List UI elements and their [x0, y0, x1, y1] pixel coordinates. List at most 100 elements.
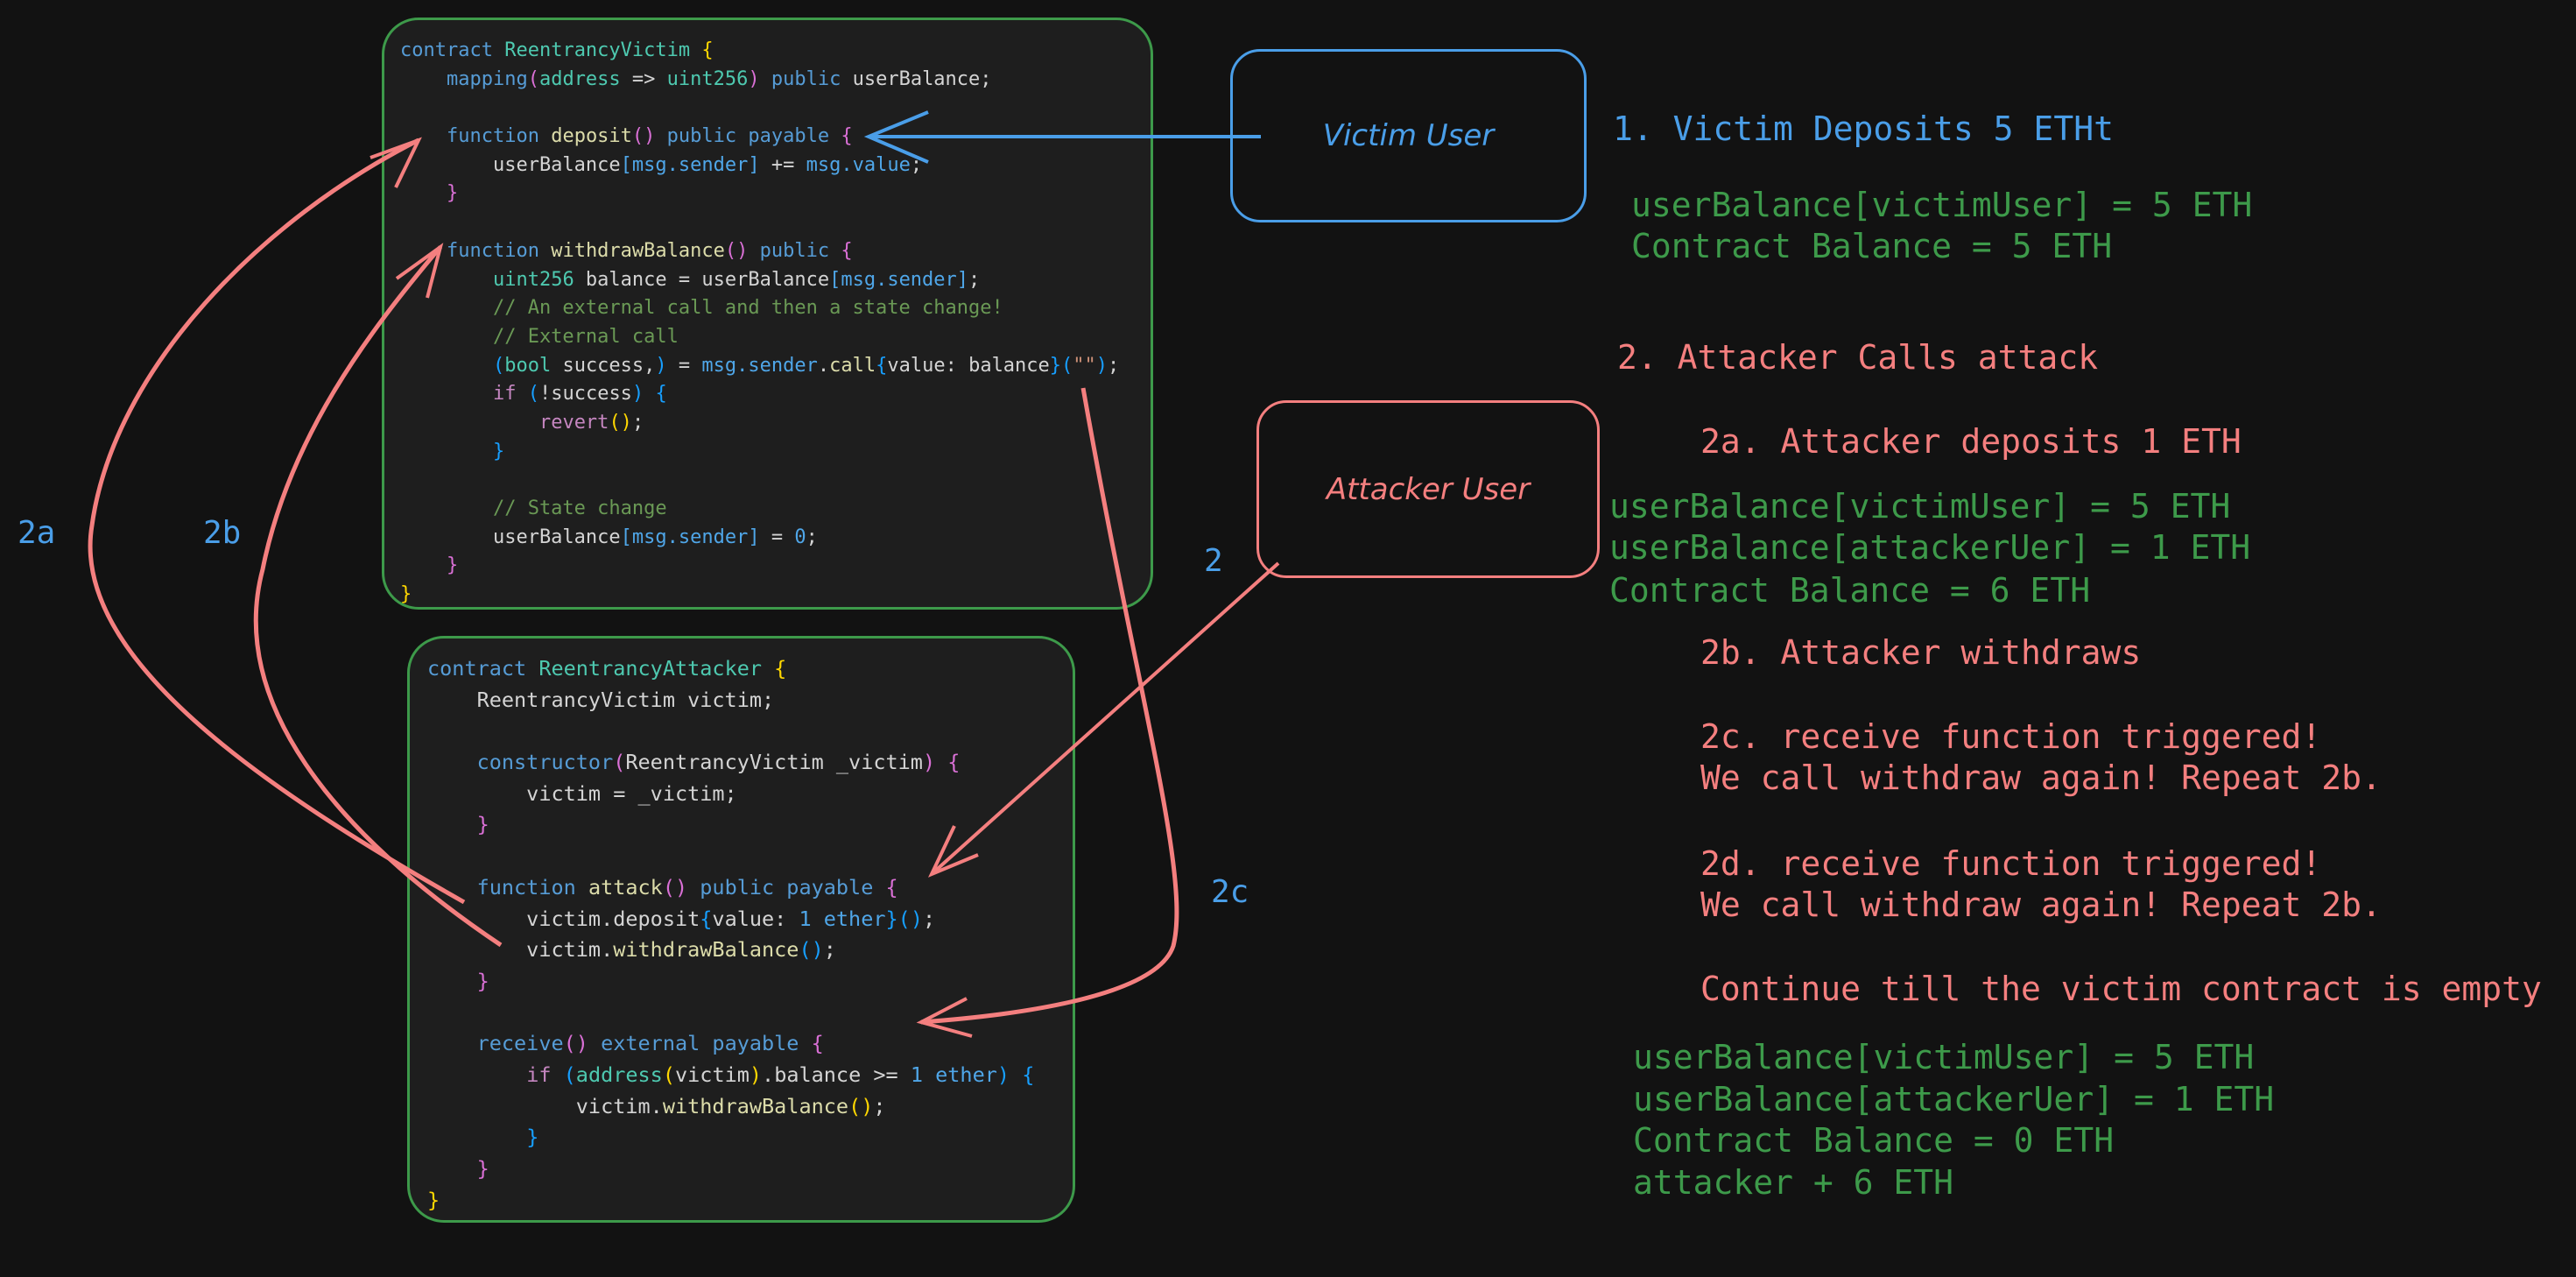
code-token: {	[774, 656, 787, 681]
arrowhead-2	[927, 825, 979, 878]
code-token: bool	[504, 354, 552, 377]
code-line: }	[400, 581, 1151, 610]
code-token: ReentrancyVictim	[504, 39, 702, 61]
code-token: success,	[551, 354, 656, 377]
code-token: ()	[724, 239, 749, 262]
code-token: uint256	[492, 268, 574, 291]
code-line: victim.deposit{value: 1 ether}();	[427, 904, 1073, 935]
code-token: if	[492, 383, 528, 406]
code-token: function	[476, 874, 588, 900]
code-token: balance = userBalance	[574, 268, 830, 291]
code-token: uint256	[666, 67, 749, 90]
code-token: )	[996, 1062, 1010, 1087]
code-token: (	[613, 750, 626, 775]
code-token: address	[575, 1062, 663, 1087]
code-line: victim = _victim;	[427, 779, 1073, 810]
code-line: receive() external payable {	[427, 1028, 1073, 1060]
final-state-line: Contract Balance = 0 ETH	[1633, 1121, 2115, 1160]
code-token: msg.sender	[701, 354, 818, 377]
code-line: function withdrawBalance() public {	[400, 237, 1151, 266]
code-token: {	[876, 354, 888, 377]
code-token: ()	[848, 1093, 874, 1118]
code-line: }	[427, 966, 1073, 998]
arrow-label-2a: 2a	[18, 515, 56, 551]
code-line: }	[400, 438, 1151, 467]
code-token: constructor	[476, 750, 614, 775]
code-token: withdrawBalance	[662, 1093, 849, 1118]
code-token: value:	[712, 906, 799, 931]
code-token: }	[427, 1187, 440, 1212]
code-token: )	[748, 67, 760, 90]
code-line: mapping(address => uint256) public userB…	[400, 66, 1151, 95]
code-token: )	[631, 383, 644, 406]
code-token: ()	[897, 906, 923, 931]
code-token: [msg.sender]	[620, 526, 760, 548]
step-2a-state-line: userBalance[attackerUer] = 1 ETH	[1609, 528, 2251, 567]
step-2c-line: 2c. receive function triggered!	[1700, 717, 2322, 756]
code-token: ;	[806, 526, 818, 548]
code-token: ;	[968, 268, 981, 291]
step-1-heading: 1. Victim Deposits 5 ETHt	[1613, 109, 2114, 148]
code-line: constructor(ReentrancyVictim _victim) {	[427, 747, 1073, 779]
attacker-contract-code: contract ReentrancyAttacker { Reentrancy…	[407, 636, 1075, 1223]
code-token: =>	[620, 67, 667, 90]
code-token: )	[922, 750, 936, 775]
code-token: )	[749, 1062, 763, 1087]
code-token: ReentrancyVictim _victim	[625, 750, 923, 775]
code-token: receive	[476, 1031, 564, 1056]
step-1-state-line: userBalance[victimUser] = 5 ETH	[1631, 186, 2253, 224]
code-line: }	[427, 1185, 1073, 1217]
code-token: withdrawBalance	[551, 239, 725, 262]
code-line: victim.withdrawBalance();	[427, 935, 1073, 966]
code-token: ;	[1108, 354, 1120, 377]
code-token: {	[841, 239, 853, 262]
code-line: function deposit() public payable {	[400, 123, 1151, 152]
arrowhead-2b	[395, 243, 444, 299]
code-token: external payable	[588, 1031, 812, 1056]
code-token: withdrawBalance	[613, 937, 799, 963]
code-token: (	[492, 354, 505, 377]
arrow-2a-deposit	[88, 138, 466, 905]
code-token: 1 ether	[799, 906, 886, 931]
code-token: )	[655, 354, 667, 377]
code-token: address	[538, 67, 621, 90]
arrow-2c-receive	[920, 387, 1179, 1025]
code-token: contract	[427, 656, 539, 681]
arrow-label-2: 2	[1204, 543, 1223, 579]
code-token: ()	[631, 125, 656, 148]
attacker-user-label: Attacker User	[1326, 471, 1531, 507]
code-token: }	[526, 1125, 539, 1150]
code-token: ReentrancyVictim victim;	[427, 687, 775, 712]
code-line: }	[400, 180, 1151, 208]
code-token: (	[662, 1062, 675, 1087]
code-token: ()	[563, 1031, 588, 1056]
step-2b-heading: 2b. Attacker withdraws	[1700, 633, 2142, 672]
code-token: }	[446, 554, 459, 577]
code-token: public	[759, 67, 853, 90]
code-token: public payable	[655, 125, 841, 148]
arrow-label-2b: 2b	[203, 515, 242, 551]
code-token: +=	[759, 153, 806, 176]
code-token: // State change	[400, 497, 667, 519]
arrowhead-1	[863, 110, 929, 164]
continue-note: Continue till the victim contract is emp…	[1700, 970, 2542, 1008]
code-token: // External call	[400, 325, 679, 348]
final-state-line: userBalance[victimUser] = 5 ETH	[1633, 1038, 2255, 1076]
code-token: }	[476, 1156, 489, 1181]
code-token: public payable	[687, 874, 886, 900]
code-token: userBalance	[400, 526, 621, 548]
code-line: ReentrancyVictim victim;	[427, 685, 1073, 716]
code-token: .	[817, 354, 830, 377]
code-token: victim.deposit	[427, 906, 700, 931]
victim-user-label: Victim User	[1322, 118, 1495, 153]
code-token: }	[476, 968, 489, 993]
code-line: }	[427, 1154, 1073, 1185]
code-line: // An external call and then a state cha…	[400, 294, 1151, 323]
code-token: }	[885, 906, 898, 931]
code-token: ;	[873, 1093, 886, 1118]
code-token: .balance >=	[762, 1062, 911, 1087]
victim-contract-code: contract ReentrancyVictim { mapping(addr…	[382, 18, 1153, 610]
attacker-user-box: Attacker User	[1256, 400, 1600, 578]
code-line: contract ReentrancyVictim {	[400, 37, 1151, 66]
code-line: // State change	[400, 495, 1151, 524]
